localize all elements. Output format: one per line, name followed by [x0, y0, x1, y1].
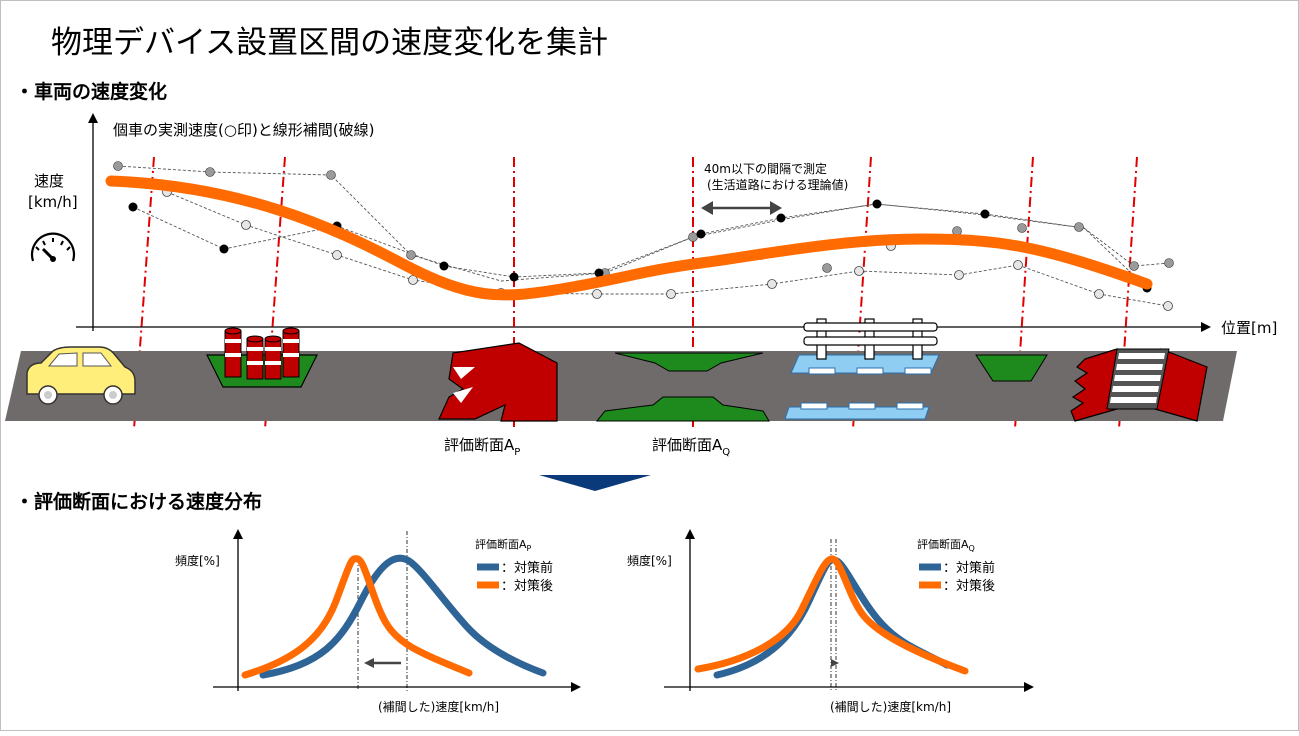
- speed-point: [439, 261, 449, 271]
- speed-point: [954, 270, 964, 280]
- section-label-p: 評価断面AP: [444, 436, 520, 458]
- section-heading-speed-change: ・車両の速度変化: [15, 80, 167, 103]
- speed-point: [822, 263, 832, 273]
- page-title: 物理デバイス設置区間の速度変化を集計: [51, 25, 608, 61]
- y-axis-label: 頻度[%]: [627, 553, 672, 568]
- interval-note-sub: (生活道路における理論値): [707, 177, 848, 192]
- hump-icon: [438, 342, 558, 422]
- legend-label-after: ：対策後: [943, 578, 995, 594]
- speed-point: [696, 229, 706, 239]
- x-axis-label: (補間した)速度[km/h]: [830, 699, 951, 714]
- speed-point: [688, 232, 698, 242]
- speed-point: [1164, 258, 1174, 268]
- speed-point: [854, 266, 864, 276]
- speed-point: [406, 250, 416, 260]
- car-icon: [26, 346, 136, 405]
- y-axis-unit: [km/h]: [28, 193, 78, 211]
- section-heading-distribution: ・評価断面における速度分布: [15, 490, 262, 513]
- before-curve: [713, 556, 951, 679]
- vehicle-trace: [117, 165, 1170, 282]
- after-curve: [694, 555, 969, 675]
- interval-note: 40m以下の間隔で測定: [704, 161, 827, 176]
- speed-point: [1094, 289, 1104, 299]
- shift-arrow: [831, 659, 839, 667]
- speed-point: [594, 268, 604, 278]
- x-axis-label: 位置[m]: [1221, 319, 1277, 337]
- bollard-icon: [206, 327, 318, 388]
- speed-point: [408, 275, 418, 285]
- chart-annotation: 個車の実測速度(○印)と線形補間(破線): [113, 121, 375, 139]
- speed-points: [113, 161, 1174, 311]
- raised-crosswalk-icon: [1070, 348, 1208, 422]
- guard-fence-icon: [784, 318, 940, 420]
- legend-label-after: ：対策後: [501, 578, 553, 594]
- speed-point: [205, 167, 215, 177]
- speed-point: [326, 170, 336, 180]
- narrowing-icon: [975, 354, 1048, 382]
- speed-point: [241, 220, 251, 230]
- before-curve: [259, 554, 547, 679]
- speed-point: [872, 199, 882, 209]
- speed-point: [1163, 301, 1173, 311]
- average-speed-curve: [105, 175, 1153, 301]
- speed-point: [1017, 223, 1027, 233]
- legend-title: 評価断面AP: [475, 537, 532, 553]
- y-axis-label: 頻度[%]: [175, 553, 220, 568]
- chicane-icon: [595, 352, 770, 422]
- speedometer-icon: [30, 232, 76, 262]
- speed-point: [332, 250, 342, 260]
- x-axis-label: (補間した)速度[km/h]: [378, 699, 499, 714]
- speed-point: [767, 279, 777, 289]
- speed-point: [128, 202, 138, 212]
- speed-point: [592, 289, 602, 299]
- speed-point: [1013, 260, 1023, 270]
- distribution-chart-p: 頻度[%] (補間した)速度[km/h] 評価断面AP ：対策前 ：対策後: [175, 529, 581, 714]
- speed-point: [219, 244, 229, 254]
- y-axis-label: 速度: [34, 172, 64, 190]
- speed-point: [1074, 222, 1084, 232]
- interval-arrow: [701, 201, 782, 215]
- speed-point: [509, 272, 519, 282]
- distribution-chart-q: 頻度[%] (補間した)速度[km/h] 評価断面AQ ：対策前 ：対策後: [627, 529, 1034, 714]
- speed-point: [666, 289, 676, 299]
- after-curve: [241, 555, 473, 679]
- legend-label-before: ：対策前: [501, 560, 553, 576]
- legend-title: 評価断面AQ: [917, 537, 975, 553]
- legend-label-before: ：対策前: [943, 560, 995, 576]
- section-label-q: 評価断面AQ: [652, 436, 730, 458]
- speed-point: [776, 213, 786, 223]
- speed-point: [1129, 261, 1139, 271]
- speed-point: [113, 161, 123, 171]
- speed-point: [980, 209, 990, 219]
- down-arrow-icon: [539, 475, 651, 491]
